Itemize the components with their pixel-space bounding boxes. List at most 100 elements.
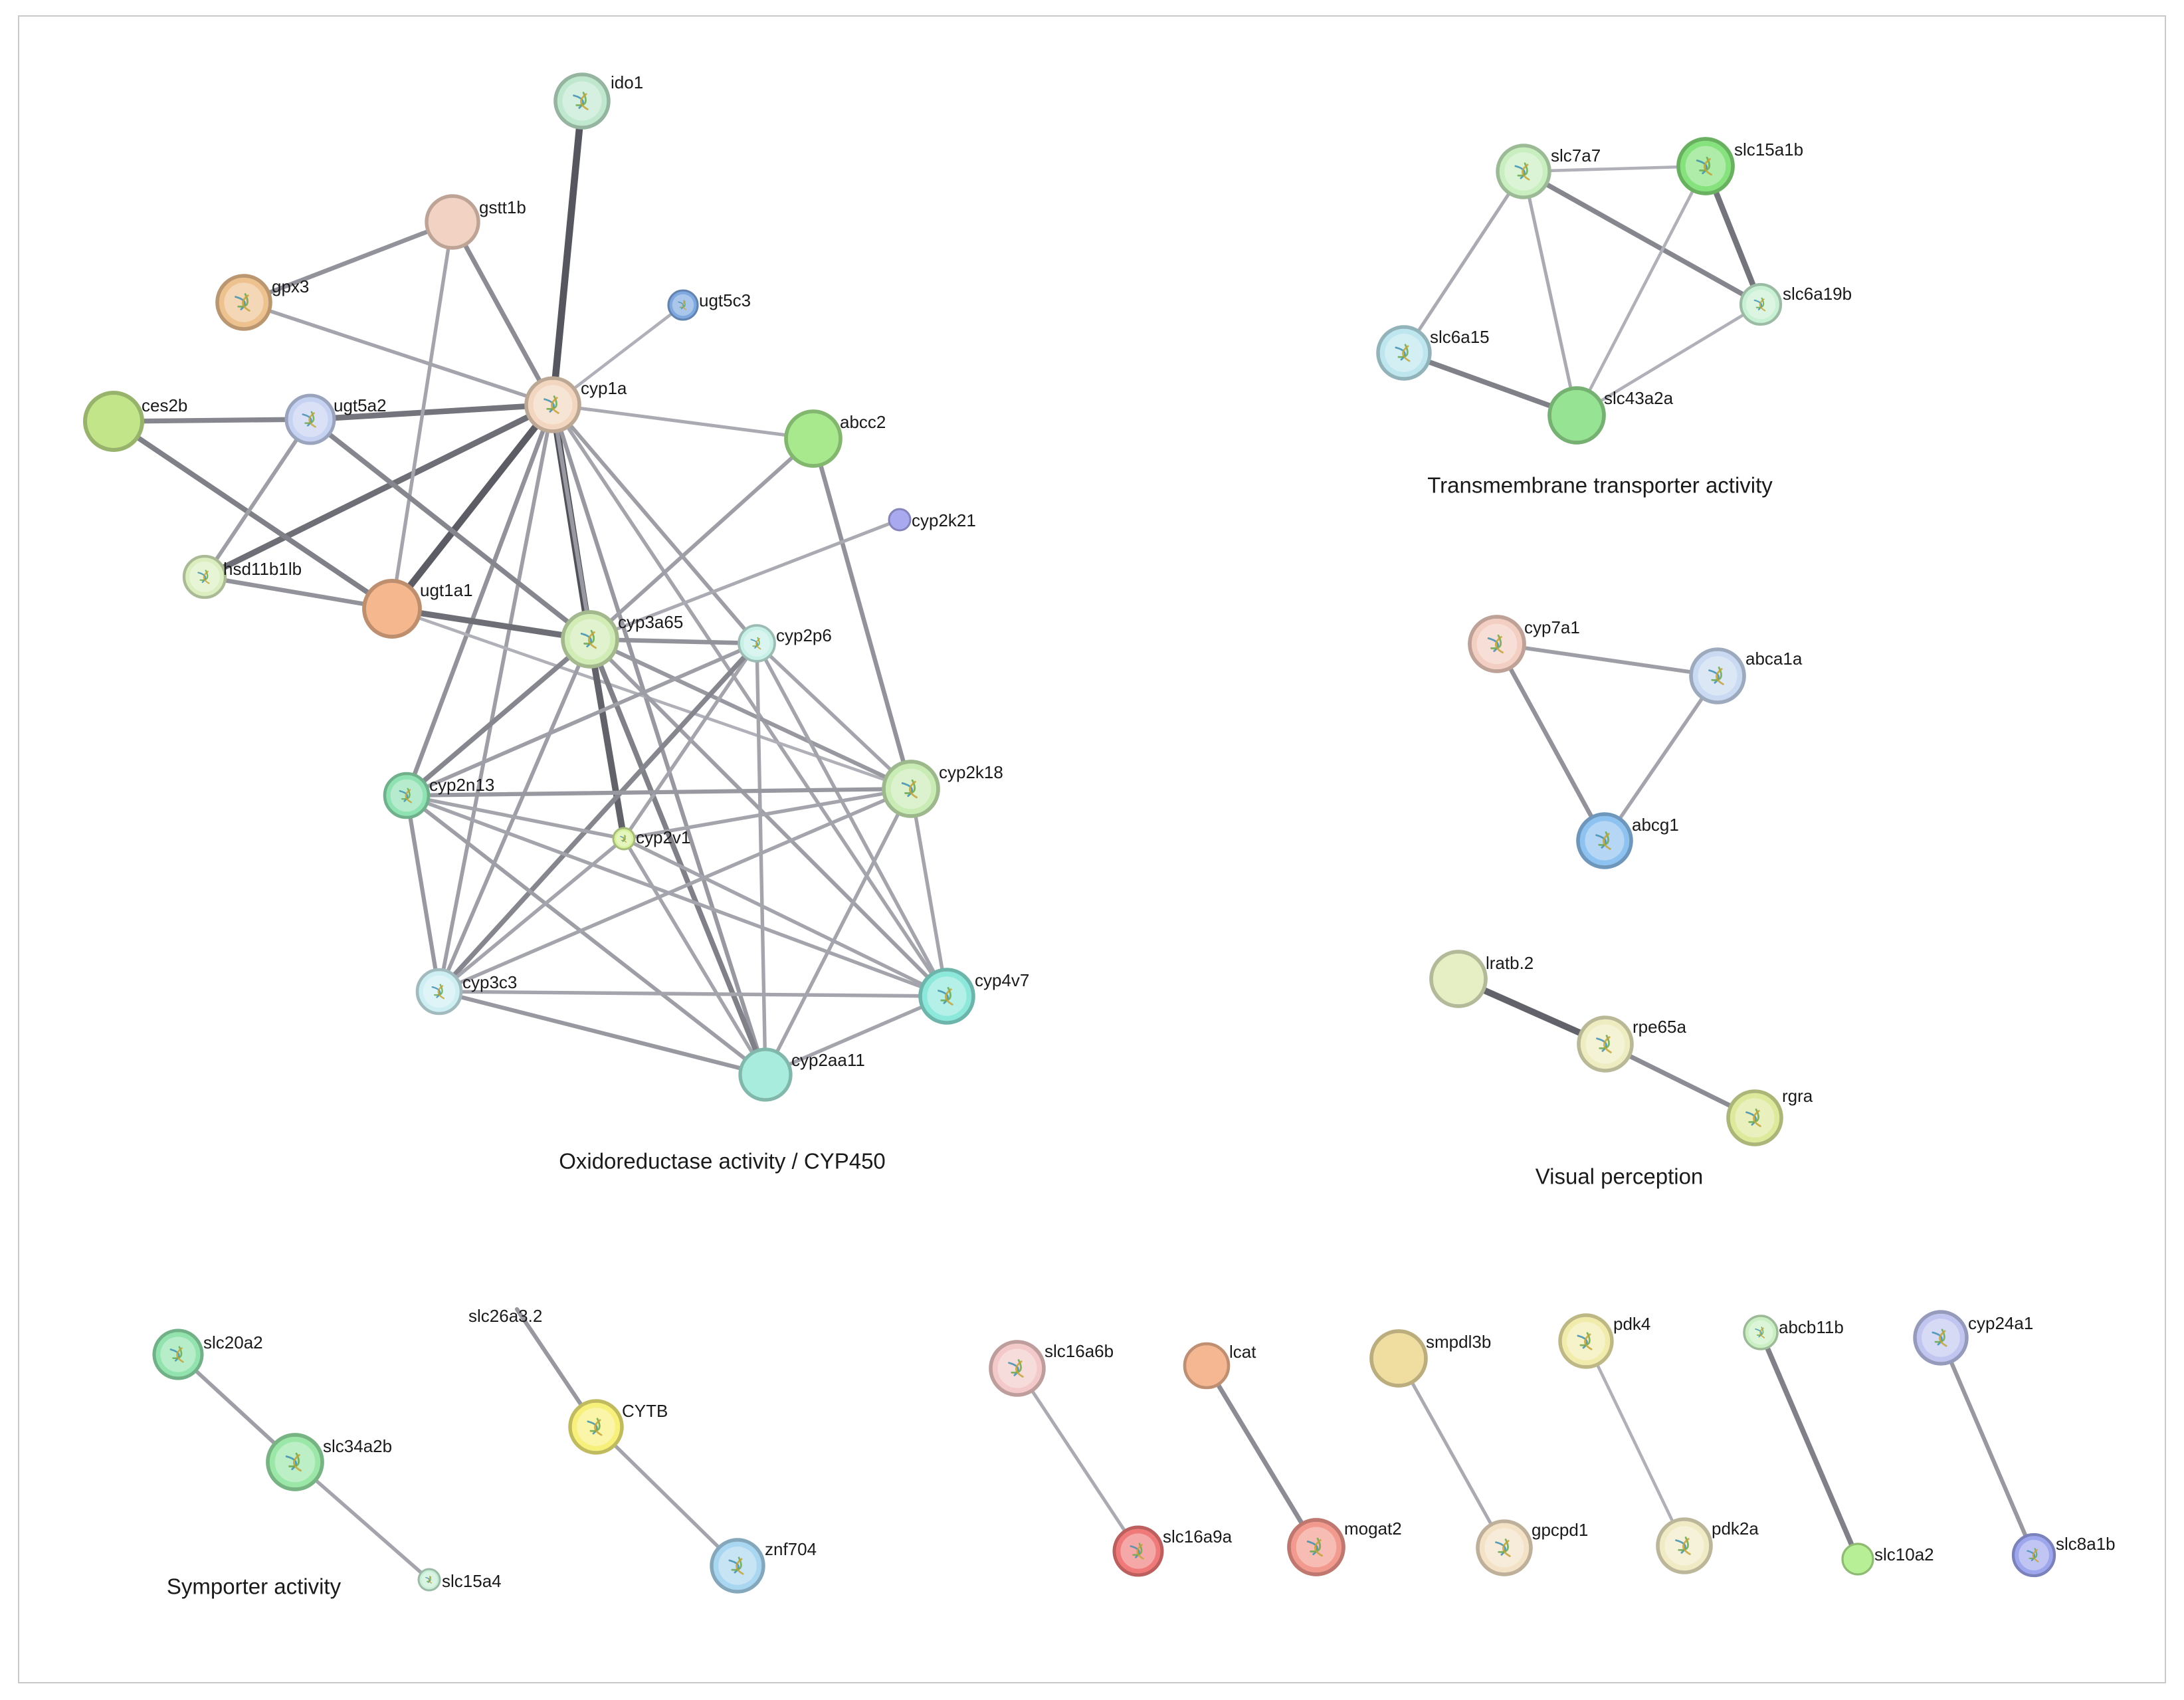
- edge-abca1a-abcg1: [1603, 674, 1720, 843]
- cluster-label-transporter: Transmembrane transporter activity: [1427, 473, 1773, 498]
- node-ugt5a2[interactable]: [284, 393, 336, 445]
- protein-structure-glyph: [1939, 1330, 1947, 1347]
- protein-structure-glyph: [1932, 1331, 1943, 1346]
- protein-structure-glyph: [1395, 346, 1406, 361]
- node-cyp2k21[interactable]: [888, 508, 912, 532]
- node-label-cyp3c3: cyp3c3: [462, 972, 517, 992]
- node-cyp2k18[interactable]: [882, 760, 940, 818]
- protein-structure-glyph: [1675, 1539, 1686, 1554]
- node-cyp2n13[interactable]: [383, 772, 431, 819]
- node-slc15a4[interactable]: [417, 1568, 441, 1592]
- node-cyp3a65[interactable]: [561, 610, 619, 669]
- node-label-rgra: rgra: [1782, 1086, 1813, 1106]
- protein-structure-glyph: [1136, 1544, 1144, 1560]
- node-label-rpe65a: rpe65a: [1633, 1017, 1686, 1037]
- node-slc10a2[interactable]: [1841, 1542, 1874, 1576]
- node-slc43a2a[interactable]: [1547, 386, 1606, 445]
- edge-ugt5a2-cyp3a65: [308, 417, 593, 642]
- node-gpcpd1[interactable]: [1476, 1519, 1533, 1576]
- node-label-ugt1a1: ugt1a1: [420, 580, 473, 600]
- node-slc7a7[interactable]: [1496, 144, 1551, 199]
- protein-structure-glyph: [405, 789, 413, 803]
- protein-structure-glyph: [197, 572, 207, 584]
- node-cyp7a1[interactable]: [1468, 615, 1526, 673]
- node-cyp1a[interactable]: [524, 376, 581, 433]
- node-gpx3[interactable]: [215, 274, 272, 331]
- node-pdk2a[interactable]: [1656, 1517, 1713, 1574]
- node-ugt1a1[interactable]: [362, 579, 422, 639]
- protein-structure-glyph: [1603, 1036, 1612, 1053]
- node-gstt1b[interactable]: [425, 194, 480, 250]
- node-abca1a[interactable]: [1689, 647, 1746, 704]
- protein-structure-glyph: [1759, 298, 1766, 312]
- protein-structure-glyph: [428, 1576, 433, 1584]
- node-label-ugt5a2: ugt5a2: [334, 395, 387, 415]
- node-mogat2[interactable]: [1287, 1518, 1345, 1576]
- protein-structure-glyph: [431, 986, 441, 998]
- node-slc15a1b[interactable]: [1676, 137, 1735, 195]
- node-abcg1[interactable]: [1576, 812, 1633, 869]
- protein-structure-glyph: [1696, 159, 1708, 175]
- node-label-slc15a1b: slc15a1b: [1734, 140, 1803, 159]
- protein-structure-glyph: [544, 398, 555, 413]
- node-slc34a2b[interactable]: [266, 1433, 324, 1491]
- node-znf704[interactable]: [710, 1538, 765, 1594]
- node-cyp2v1[interactable]: [612, 827, 636, 851]
- node-slc16a9a[interactable]: [1112, 1525, 1164, 1577]
- cluster-label-cyp450: Oxidoreductase activity / CYP450: [559, 1149, 886, 1174]
- protein-structure-glyph: [1502, 1540, 1511, 1557]
- node-cyp4v7[interactable]: [918, 968, 975, 1025]
- node-slc6a19b[interactable]: [1739, 282, 1783, 326]
- node-lcat[interactable]: [1183, 1342, 1231, 1390]
- edge-abcb11b-slc10a2: [1758, 1330, 1860, 1562]
- node-cyp2aa11[interactable]: [738, 1047, 793, 1102]
- node-label-slc6a19b: slc6a19b: [1783, 284, 1852, 304]
- node-hsd11b1lb[interactable]: [182, 554, 227, 599]
- edge-cyp1a-ugt1a1: [388, 401, 557, 613]
- node-ido1[interactable]: [553, 72, 611, 130]
- protein-structure-glyph: [437, 985, 445, 1000]
- edge-slc15a1b-slc43a2a: [1575, 164, 1708, 417]
- node-ugt5c3[interactable]: [667, 289, 699, 321]
- protein-structure-glyph: [620, 835, 625, 842]
- node-cyp3c3[interactable]: [415, 968, 463, 1015]
- node-label-znf704: znf704: [765, 1539, 817, 1559]
- edge-cyp1a-abcc2: [551, 403, 815, 441]
- edge-cyp2n13-cyp3c3: [404, 793, 442, 994]
- node-ces2b[interactable]: [82, 390, 145, 453]
- protein-structure-glyph: [587, 631, 597, 649]
- edge-cyp3a65-cyp4v7: [588, 637, 949, 998]
- edge-slc7a7-slc15a1b: [1522, 164, 1708, 173]
- cluster-label-layer: Oxidoreductase activity / CYP450 Transmem…: [167, 473, 1773, 1599]
- node-smpdl3b[interactable]: [1369, 1329, 1428, 1388]
- protein-structure-glyph: [302, 413, 312, 427]
- protein-structure-glyph: [587, 1420, 598, 1435]
- node-label-cyp24a1: cyp24a1: [1968, 1313, 2033, 1333]
- node-cyp24a1[interactable]: [1913, 1310, 1969, 1366]
- node-lratb2[interactable]: [1429, 950, 1488, 1008]
- edge-cyp2p6-cyp2n13: [405, 641, 759, 797]
- node-CYTB[interactable]: [568, 1399, 624, 1455]
- node-abcc2[interactable]: [784, 409, 843, 468]
- edge-cyp1a-cyp2aa11: [550, 402, 768, 1077]
- node-rgra[interactable]: [1726, 1089, 1783, 1146]
- node-slc6a15[interactable]: [1376, 325, 1432, 381]
- node-slc8a1b[interactable]: [2011, 1533, 2056, 1578]
- node-pdk4[interactable]: [1558, 1313, 1614, 1369]
- edge-abcc2-cyp2k18: [811, 436, 914, 792]
- node-label-cyp2p6: cyp2p6: [776, 625, 832, 645]
- node-abcb11b[interactable]: [1743, 1315, 1779, 1350]
- node-label-hsd11b1lb: hsd11b1lb: [223, 559, 302, 579]
- edge-lcat-mogat2: [1204, 1363, 1319, 1550]
- edge-cyp2p6-cyp4v7: [755, 641, 949, 998]
- protein-structure-glyph: [1487, 637, 1499, 653]
- edge-cyp1a-hsd11b1lb: [201, 401, 556, 580]
- node-label-gpx3: gpx3: [272, 276, 309, 296]
- edge-cyp2k21-cyp3a65: [588, 518, 902, 641]
- node-rpe65a[interactable]: [1577, 1015, 1634, 1073]
- node-slc16a6b[interactable]: [989, 1340, 1046, 1397]
- node-slc20a2[interactable]: [152, 1328, 204, 1380]
- node-cyp2p6[interactable]: [738, 624, 776, 663]
- edge-cyp2v1-cyp3c3: [437, 837, 626, 994]
- edge-cyp2v1-cyp2aa11: [622, 837, 767, 1077]
